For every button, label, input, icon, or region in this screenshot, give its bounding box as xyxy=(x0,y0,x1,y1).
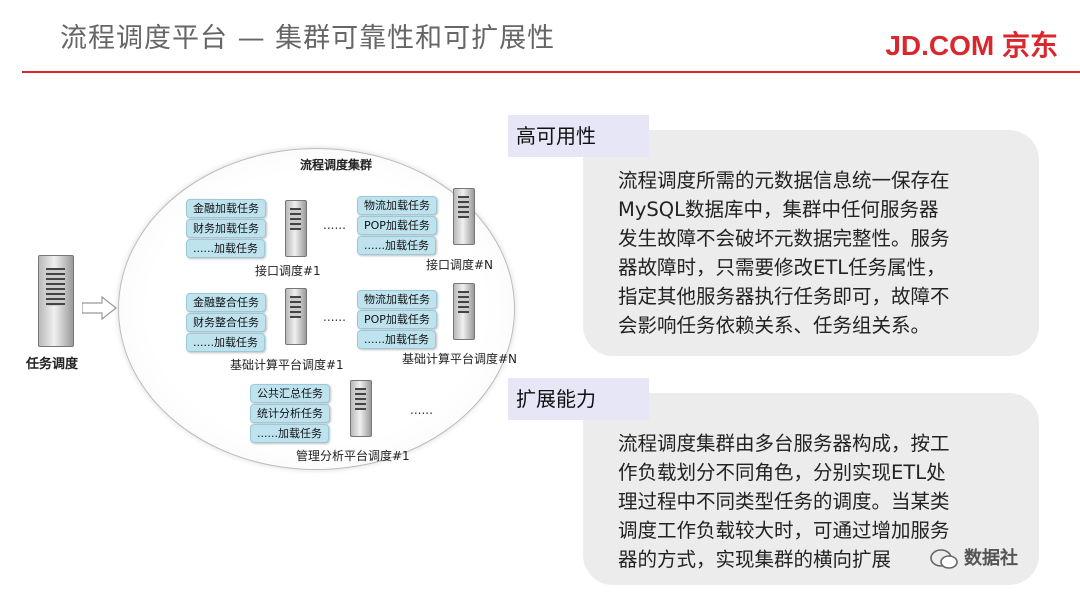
task-item: 公共汇总任务 xyxy=(250,384,330,403)
arrow-right-icon xyxy=(82,295,117,321)
page-title: 流程调度平台 — 集群可靠性和可扩展性 xyxy=(60,23,556,54)
panel-line: 器故障时，只需要修改ETL任务属性， xyxy=(618,256,946,279)
task-item: ......加载任务 xyxy=(357,236,436,255)
availability-heading: 高可用性 xyxy=(508,115,649,157)
cluster-title: 流程调度集群 xyxy=(300,158,373,172)
task-item: ......加载任务 xyxy=(186,333,265,352)
task-item: ......加载任务 xyxy=(357,330,436,349)
panel-line: 调度工作负载较大时，可通过增加服务 xyxy=(618,519,950,542)
ellipsis: ...... xyxy=(410,403,433,417)
task-item: 财务加载任务 xyxy=(186,219,266,238)
task-item: 金融加载任务 xyxy=(186,199,266,218)
task-item: POP加载任务 xyxy=(357,216,437,235)
panel-line: 作负载划分不同角色，分别实现ETL处 xyxy=(618,461,946,484)
panel-line: 指定其他服务器执行任务即可，故障不 xyxy=(618,285,950,308)
task-item: 物流加载任务 xyxy=(357,290,437,309)
panel-line: 流程调度集群由多台服务器构成，按工 xyxy=(618,432,950,455)
panel-line: 理过程中不同类型任务的调度。当某类 xyxy=(618,490,950,513)
panel-line: 发生故障不会破坏元数据完整性。服务 xyxy=(618,227,950,250)
group-label: 接口调度#1 xyxy=(255,264,321,278)
ellipsis: ...... xyxy=(323,310,346,324)
task-item: 物流加载任务 xyxy=(357,196,437,215)
server-icon xyxy=(285,288,307,345)
availability-panel: 流程调度所需的元数据信息统一保存在 MySQL数据库中，集群中任何服务器 发生故… xyxy=(583,130,1039,356)
task-item: 金融整合任务 xyxy=(186,293,266,312)
scheduler-server-icon xyxy=(38,255,74,347)
wechat-icon xyxy=(930,549,958,569)
panel-line: MySQL数据库中，集群中任何服务器 xyxy=(618,198,939,221)
task-item: ......加载任务 xyxy=(250,424,329,443)
jd-logo: JD.COM 京东 xyxy=(885,30,1058,61)
scheduler-label: 任务调度 xyxy=(26,357,79,372)
task-item: ......加载任务 xyxy=(186,239,265,258)
task-item: 财务整合任务 xyxy=(186,313,266,332)
group-label: 接口调度#N xyxy=(426,258,494,272)
panel-line: 器的方式，实现集群的横向扩展 xyxy=(618,548,892,571)
ellipsis: ...... xyxy=(323,218,346,232)
panel-line: 流程调度所需的元数据信息统一保存在 xyxy=(618,169,950,192)
header-divider xyxy=(22,71,1080,73)
task-item: POP加载任务 xyxy=(357,310,437,329)
server-icon xyxy=(453,188,475,245)
server-icon xyxy=(350,380,372,437)
scalability-heading: 扩展能力 xyxy=(508,378,649,420)
group-label: 基础计算平台调度#1 xyxy=(230,358,344,372)
server-icon xyxy=(285,200,307,257)
panel-line: 会影响任务依赖关系、任务组关系。 xyxy=(618,314,931,337)
server-icon xyxy=(453,283,475,340)
watermark: 数据社 xyxy=(964,548,1018,569)
group-label: 基础计算平台调度#N xyxy=(402,352,518,366)
group-label: 管理分析平台调度#1 xyxy=(296,449,410,463)
task-item: 统计分析任务 xyxy=(250,404,330,423)
scalability-panel: 流程调度集群由多台服务器构成，按工 作负载划分不同角色，分别实现ETL处 理过程… xyxy=(583,393,1039,585)
